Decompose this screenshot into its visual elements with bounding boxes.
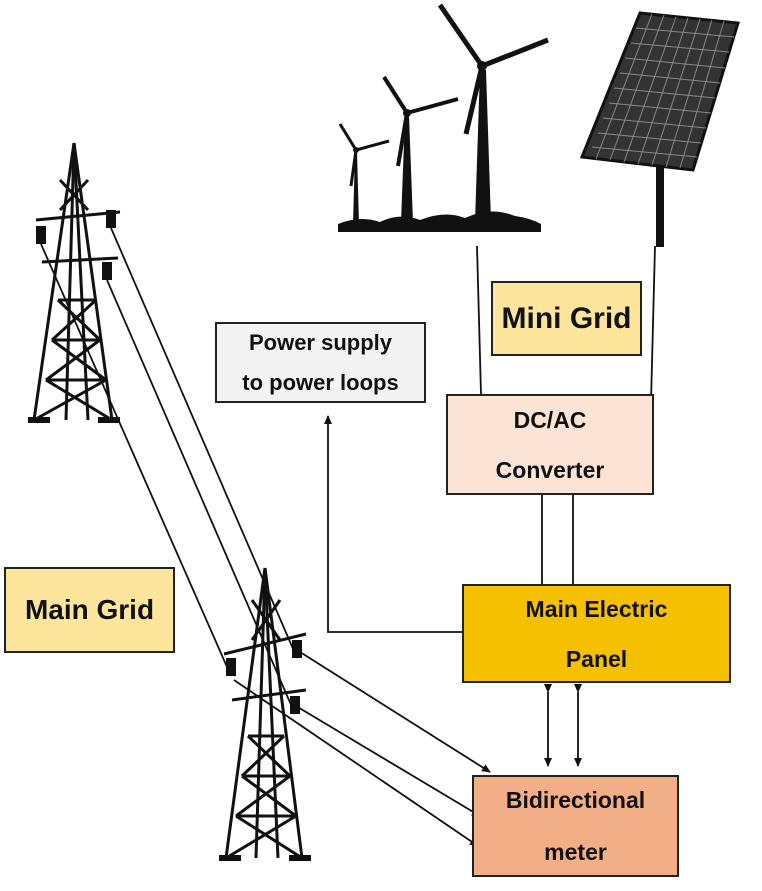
meter-line2: meter xyxy=(544,839,607,865)
main-grid-label: Main Grid xyxy=(4,567,175,653)
wind-turbines-icon xyxy=(338,3,549,232)
panel-line2: Panel xyxy=(565,645,628,672)
transmission-tower-icon xyxy=(28,142,121,423)
converter-line2: Converter xyxy=(495,456,605,483)
main-grid-text: Main Grid xyxy=(24,594,155,625)
transmission-tower-icon xyxy=(219,567,311,861)
power-supply-box: Power supply to power loops xyxy=(215,322,426,403)
power-supply-line2: to power loops xyxy=(242,369,399,395)
dc-ac-converter-box: DC/AC Converter xyxy=(446,394,654,495)
source-lines xyxy=(476,245,656,403)
main-electric-panel-box: Main Electric Panel xyxy=(462,584,731,683)
bidirectional-meter-box: Bidirectional meter xyxy=(472,775,679,877)
solar-panel-icon xyxy=(579,11,740,247)
panel-line1: Main Electric xyxy=(525,595,668,622)
meter-line1: Bidirectional xyxy=(505,787,646,813)
panel-to-supply-arrow xyxy=(324,415,462,633)
panel-meter-arrows xyxy=(544,684,582,767)
mini-grid-label: Mini Grid xyxy=(491,281,642,356)
mini-grid-text: Mini Grid xyxy=(501,301,632,335)
tower-to-meter-lines xyxy=(233,651,491,847)
power-supply-line1: Power supply xyxy=(248,329,393,355)
converter-line1: DC/AC xyxy=(513,406,587,433)
power-lines xyxy=(40,227,298,715)
converter-to-panel-lines xyxy=(541,495,574,584)
